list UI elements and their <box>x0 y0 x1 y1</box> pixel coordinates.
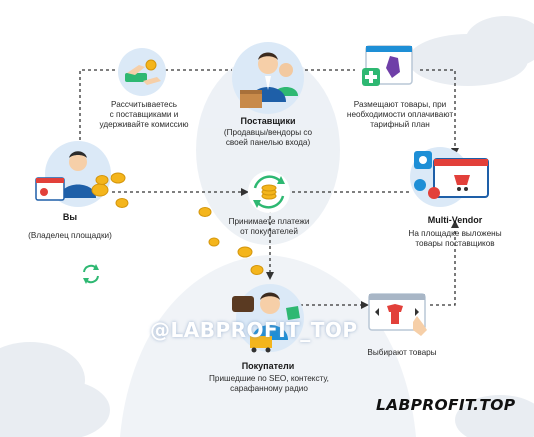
owner-title: Вы <box>62 212 78 222</box>
payments-cycle-icon <box>248 171 290 213</box>
suppliers-description: (Продавцы/вендоры со своей панелью входа… <box>223 128 313 147</box>
cloud-decor <box>0 16 534 437</box>
commission-illustration <box>118 48 166 96</box>
suppliers-illustration <box>232 42 304 114</box>
owner-illustration <box>35 141 111 207</box>
coin-decor <box>110 172 264 275</box>
buyers-title: Покупатели <box>241 361 295 371</box>
commission-step-label: Рассчитываетесь с поставщиками и удержив… <box>99 100 189 129</box>
refresh-icon <box>83 264 99 284</box>
multivendor-title: Multi-Vendor <box>427 215 483 225</box>
choose-products-illustration <box>368 293 427 336</box>
watermark-text: @LABPROFIT_TOP <box>150 318 358 342</box>
buyers-description: Пришедшие по SEO, контексту, сарафанному… <box>209 374 329 393</box>
suppliers-title: Поставщики <box>240 116 296 126</box>
listing-step-label: Размещают товары, при необходимости опла… <box>346 100 454 129</box>
product-listing-illustration <box>362 45 413 86</box>
brand-text: LABPROFIT.TOP <box>376 396 516 414</box>
buyers-illustration <box>232 284 304 353</box>
marketplace-illustration <box>410 147 489 207</box>
choose-step-label: Выбирают товары <box>367 348 437 357</box>
multivendor-description: На площадке выложены товары поставщиков <box>408 229 502 248</box>
owner-description: (Владелец площадки) <box>28 231 112 240</box>
payments-step-label: Принимаете платежи от покупателей <box>228 217 310 236</box>
connectors <box>79 69 456 306</box>
